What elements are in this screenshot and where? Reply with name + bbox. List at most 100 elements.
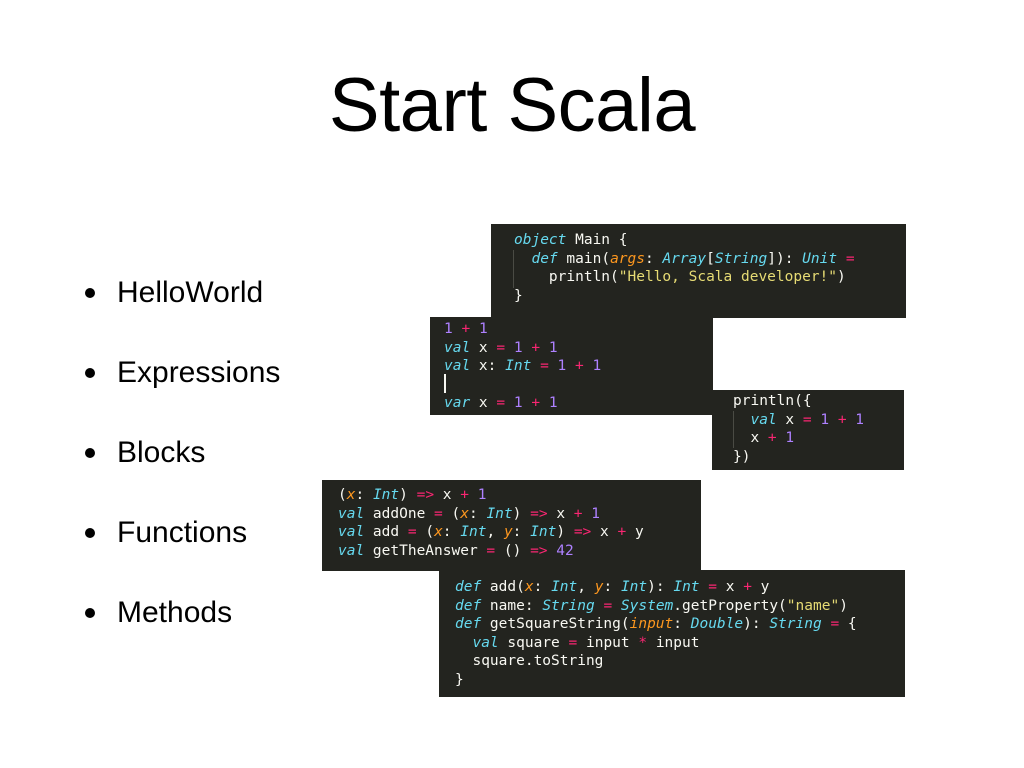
code-token: }) — [733, 448, 751, 465]
code-token: = — [540, 358, 549, 374]
code-token: ) — [839, 597, 848, 614]
code-token: + — [573, 505, 583, 522]
bullet-dot-icon — [85, 288, 95, 298]
code-token: val — [338, 542, 365, 559]
code-line: val addOne = (x: Int) => x + 1 — [338, 505, 701, 524]
code-line: square.toString — [455, 652, 905, 671]
bullet-label: Blocks — [117, 436, 206, 469]
code-token: x: — [470, 358, 506, 374]
code-token: , — [486, 524, 504, 540]
code-token: = — [434, 505, 443, 522]
code-token: = — [708, 579, 718, 595]
code-token: x — [346, 487, 356, 503]
text-cursor — [444, 374, 446, 393]
code-token — [829, 412, 838, 428]
code-token: .getProperty( — [673, 597, 787, 614]
code-token — [700, 579, 709, 595]
code-token — [583, 506, 592, 522]
code-token: x — [470, 395, 497, 411]
code-token: = — [603, 597, 613, 614]
code-token: val — [750, 411, 777, 428]
code-token — [566, 358, 575, 374]
code-line: val getTheAnswer = () => 42 — [338, 542, 701, 561]
code-line: } — [455, 671, 905, 690]
code-token: = — [486, 542, 496, 559]
code-token: Int — [372, 487, 400, 503]
code-token: 1 — [548, 395, 558, 411]
code-token: 1 — [513, 395, 523, 411]
code-token: Int — [530, 524, 557, 540]
code-line: val x = 1 + 1 — [733, 411, 904, 430]
code-token: + — [531, 339, 541, 356]
code-token: Int — [551, 579, 578, 595]
indent-guide — [513, 250, 514, 288]
code-token — [540, 340, 549, 356]
code-token: println( — [514, 269, 619, 285]
code-token: x — [547, 505, 574, 522]
code-token: 1 — [548, 339, 558, 356]
bullet-label: HelloWorld — [117, 276, 264, 309]
code-token — [540, 395, 549, 411]
code-snippet-blocks: println({ val x = 1 + 1 x + 1}) — [712, 390, 904, 470]
code-token: x — [717, 579, 744, 595]
code-token: 1 — [513, 339, 523, 356]
code-token: 1 — [444, 321, 453, 337]
code-line: var x = 1 + 1 — [444, 394, 713, 413]
code-token: println({ — [733, 393, 812, 409]
code-token: input — [629, 616, 674, 632]
code-token: + — [837, 411, 847, 428]
code-token: def — [455, 616, 482, 632]
bullet-dot-icon — [85, 368, 95, 378]
code-token: x — [434, 524, 443, 540]
bullet-label: Expressions — [117, 356, 281, 389]
bullet-dot-icon — [85, 528, 95, 538]
code-token: y — [626, 524, 644, 540]
code-token: x — [524, 579, 534, 595]
code-token: : — [673, 616, 691, 632]
code-token: + — [460, 487, 470, 503]
code-token: => — [573, 524, 592, 540]
code-token: System — [620, 597, 674, 614]
code-token: } — [455, 671, 464, 688]
code-token: ( — [338, 487, 347, 503]
code-token: : — [355, 487, 373, 503]
code-token: addOne — [364, 505, 435, 522]
bullet-item: Blocks — [82, 428, 280, 508]
code-token — [514, 251, 531, 267]
code-token: y — [751, 579, 770, 595]
bullet-label: Functions — [117, 516, 248, 549]
code-token: String — [542, 597, 595, 614]
code-line: } — [514, 287, 906, 306]
code-token: val — [444, 339, 471, 356]
code-token: [ — [706, 250, 715, 267]
bullet-label: Methods — [117, 596, 233, 629]
code-token: String — [714, 250, 768, 267]
code-line: val square = input * input — [455, 634, 905, 653]
code-token: } — [514, 287, 523, 304]
code-token: => — [530, 505, 548, 522]
code-token — [470, 321, 479, 337]
code-token — [531, 358, 540, 374]
code-token: getSquareString( — [481, 616, 630, 632]
code-token: val — [338, 505, 365, 522]
code-line: println("Hello, Scala developer!") — [514, 268, 906, 287]
code-token: Double — [690, 616, 744, 632]
code-token: Int — [620, 579, 648, 595]
code-token: : — [603, 579, 621, 595]
code-token: { — [839, 616, 857, 632]
code-token: => — [416, 487, 435, 503]
code-token: 42 — [556, 542, 574, 559]
code-token — [837, 251, 846, 267]
code-token: val — [472, 634, 499, 651]
code-line: def main(args: Array[String]): Unit = — [514, 250, 906, 269]
code-token: = — [802, 411, 812, 428]
code-token: 1 — [557, 358, 567, 374]
code-line: def getSquareString(input: Double): Stri… — [455, 615, 905, 634]
code-token — [455, 635, 472, 651]
code-token: Int — [505, 358, 532, 374]
bullet-item: Methods — [82, 588, 280, 668]
code-token: val — [338, 524, 365, 540]
